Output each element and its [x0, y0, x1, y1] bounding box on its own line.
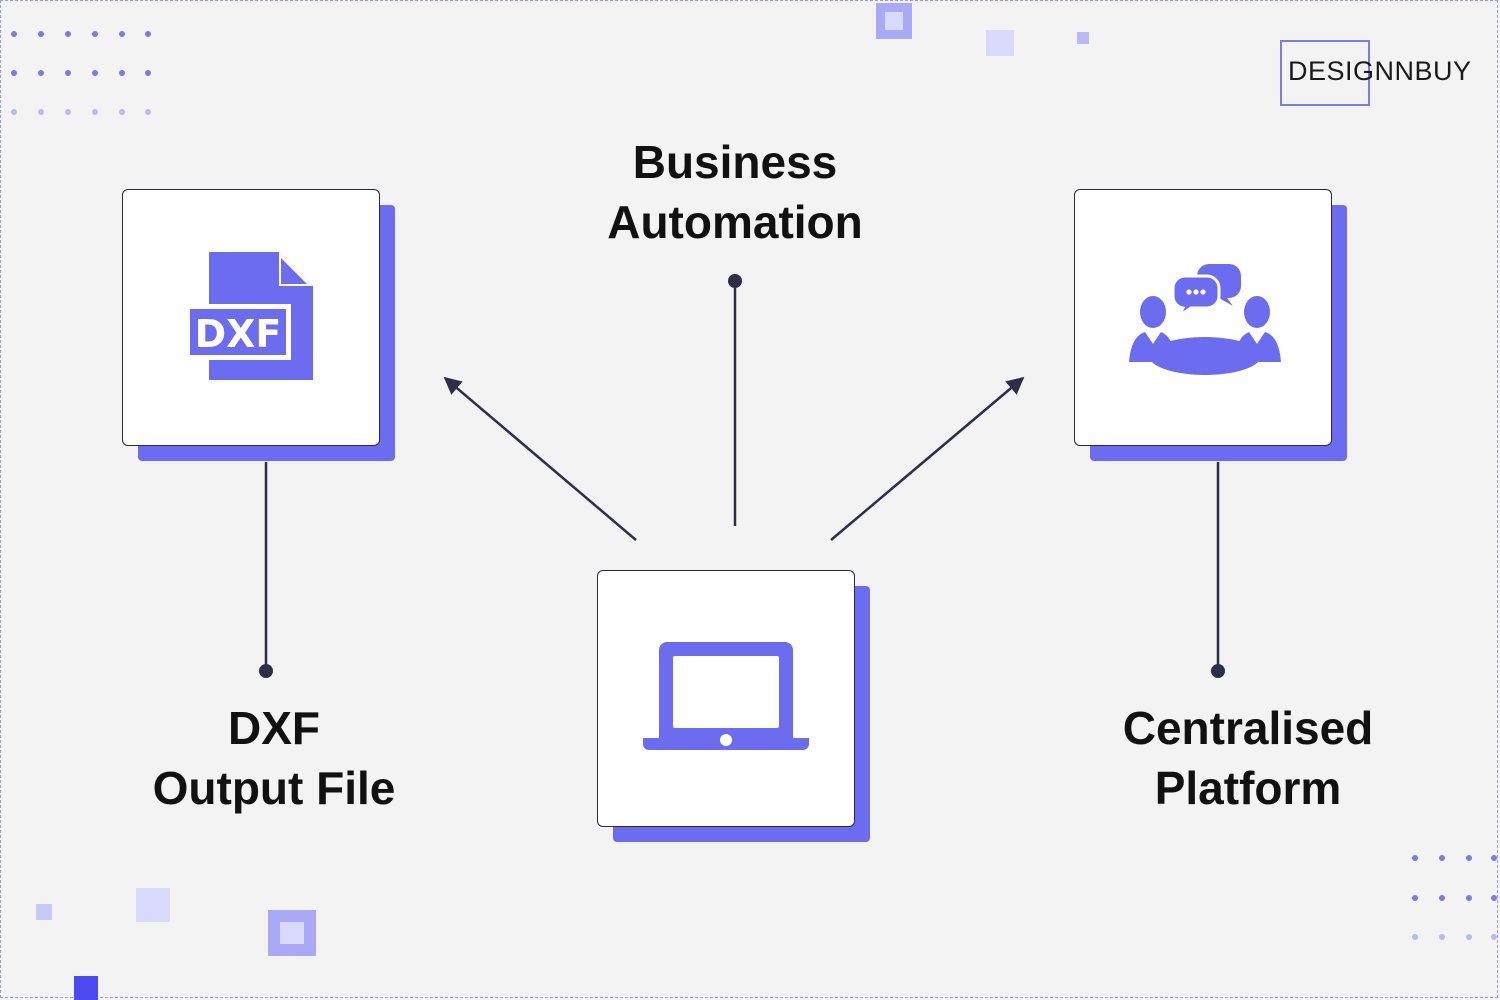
brand-logo-text: DESIGNNBUY [1288, 56, 1472, 86]
arrow-to-right-node [830, 376, 1025, 541]
right-node-dot [1211, 664, 1225, 678]
decorative-square [986, 30, 1014, 56]
top-node-label-line2: Automation [607, 196, 863, 248]
right-node-label: Centralised Platform [1088, 698, 1408, 818]
top-node-label-line1: Business [632, 136, 838, 188]
decorative-square [36, 904, 52, 920]
left-node-label-line1: DXF [228, 702, 320, 754]
dxf-card-face: DXF [122, 189, 380, 446]
top-node-label: Business Automation [585, 132, 885, 252]
laptop-card-face [597, 570, 855, 827]
left-node-label: DXF Output File [124, 698, 424, 818]
laptop-icon [643, 641, 809, 750]
platform-card-face [1074, 189, 1332, 446]
brand-logo-box [1280, 40, 1370, 106]
meeting-chat-icon [1129, 263, 1281, 375]
right-node-label-line1: Centralised [1122, 702, 1374, 754]
decorative-square [876, 3, 912, 39]
left-node-label-line2: Output File [152, 762, 396, 814]
right-node-label-line2: Platform [1154, 762, 1342, 814]
top-node-dot [728, 274, 742, 288]
arrow-to-left-node [443, 376, 637, 541]
decorative-square [136, 888, 170, 922]
decorative-square [74, 976, 98, 1000]
decorative-square [1077, 32, 1089, 44]
left-node-dot [259, 664, 273, 678]
decorative-square [268, 910, 316, 956]
dxf-icon-text: DXF [195, 312, 282, 356]
dxf-file-icon: DXF [185, 251, 313, 380]
